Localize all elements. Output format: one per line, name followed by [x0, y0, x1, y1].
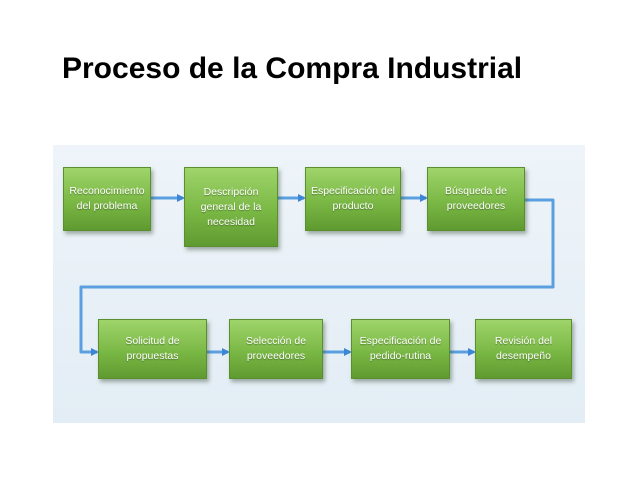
step-reconocimiento: Reconocimiento del problema: [63, 167, 151, 231]
step-seleccion-proveedores: Selección de proveedores: [229, 319, 323, 379]
step-revision-desempeno: Revisión del desempeño: [475, 319, 572, 379]
step-solicitud-propuestas: Solicitud de propuestas: [98, 319, 207, 379]
connectors: [79, 194, 555, 356]
step-especificacion-pedido: Especificación de pedido-rutina: [351, 319, 450, 379]
process-diagram: Reconocimiento del problema Descripción …: [53, 145, 585, 423]
page-title: Proceso de la Compra Industrial: [62, 52, 523, 85]
step-busqueda-proveedores: Búsqueda de proveedores: [427, 167, 525, 231]
step-descripcion: Descripción general de la necesidad: [184, 167, 278, 247]
arrow-4-5: [79, 198, 555, 356]
step-especificacion-producto: Especificación del producto: [305, 167, 401, 231]
